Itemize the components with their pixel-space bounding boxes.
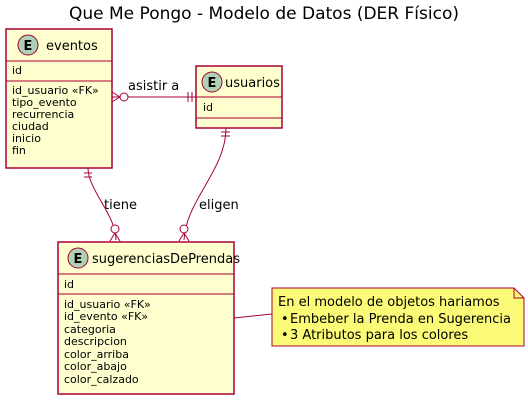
entity-name: eventos — [46, 39, 98, 54]
note-text: En el modelo de objetos hariamos — [278, 295, 500, 310]
entity-badge-icon — [201, 71, 223, 93]
entity-pk: id — [203, 101, 213, 114]
entity-name: usuarios — [225, 76, 280, 91]
entity-field: ciudad — [12, 120, 49, 133]
relation-label-eligen: eligen — [199, 198, 239, 213]
note-bullet: Embeber la Prenda en Sugerencia — [290, 312, 511, 327]
entity-field: id_usuario «FK» — [64, 298, 151, 311]
entity-field: tipo_evento — [12, 96, 77, 109]
entity-usuarios: E usuarios id — [195, 65, 283, 129]
entity-field: categoria — [64, 323, 116, 336]
entity-badge-icon — [17, 34, 39, 56]
relation-usuarios-sugerencias: eligen — [178, 127, 239, 242]
diagram-title: Que Me Pongo - Modelo de Datos (DER Físi… — [69, 4, 459, 24]
entity-badge-letter: E — [24, 39, 33, 54]
entity-sugerenciasDePrendas: E sugerenciasDePrendas id id_usuario «FK… — [57, 241, 240, 395]
entity-field: color_calzado — [64, 373, 139, 386]
relation-eventos-usuarios: asistir a — [111, 79, 196, 103]
entity-field: color_arriba — [64, 348, 129, 361]
relation-eventos-sugerencias: tiene — [84, 167, 137, 242]
entity-field: descripcion — [64, 335, 127, 348]
note-connector — [233, 313, 273, 319]
note: En el modelo de objetos hariamos • Embeb… — [271, 287, 525, 347]
entity-badge-letter: E — [208, 76, 217, 91]
entity-eventos: E eventos id id_usuario «FK» tipo_evento… — [5, 28, 113, 169]
entity-field: id_usuario «FK» — [12, 84, 99, 97]
relation-label-tiene: tiene — [104, 198, 137, 213]
entity-field: inicio — [12, 132, 41, 145]
entity-field: id_evento «FK» — [64, 310, 148, 323]
entity-field: recurrencia — [12, 108, 74, 121]
entity-name: sugerenciasDePrendas — [92, 252, 240, 267]
entity-badge-icon — [67, 247, 89, 269]
note-bullet-marker: • — [281, 312, 289, 327]
note-bullet-marker: • — [281, 328, 289, 343]
entity-badge-letter: E — [74, 252, 83, 267]
note-bullet: 3 Atributos para los colores — [290, 328, 468, 343]
entity-field: fin — [12, 144, 26, 157]
entity-pk: id — [64, 278, 74, 291]
entity-pk: id — [12, 64, 22, 77]
relation-label-asistir: asistir a — [128, 79, 179, 94]
entity-field: color_abajo — [64, 360, 127, 373]
